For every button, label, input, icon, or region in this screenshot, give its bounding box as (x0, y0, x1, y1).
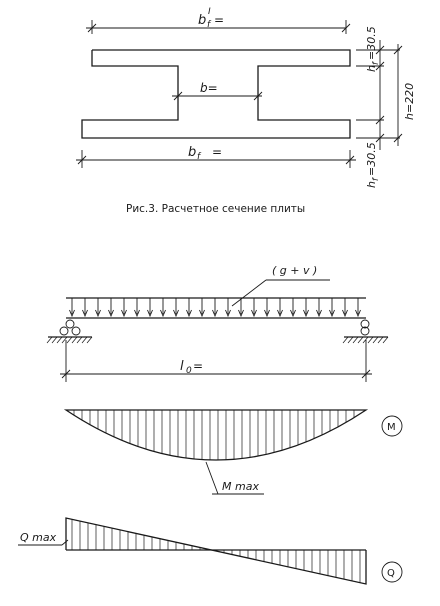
dim-b-web: b= (172, 81, 263, 101)
m-badge (381, 415, 403, 437)
hf-bottom-sub: f (371, 177, 380, 181)
support-hatch (377, 336, 384, 344)
load-arrow (342, 298, 348, 318)
support-hatch (382, 336, 389, 344)
moment-diagram: M max M (63, 409, 403, 495)
support-hatch (352, 336, 359, 344)
bf-top-prime: I (208, 7, 211, 17)
right-support (342, 319, 389, 344)
bf-top-label: b (198, 13, 206, 28)
support-hatch (86, 336, 93, 344)
load-arrow (69, 298, 75, 318)
support-hatch (362, 336, 369, 344)
load-arrow (134, 298, 140, 318)
m-max-label: M max (222, 480, 259, 493)
load-arrow (199, 298, 205, 318)
bf-bottom-eq: = (212, 145, 222, 159)
hf-bottom-label: h (365, 181, 378, 188)
shear-diagram: Q max Q (18, 517, 403, 585)
support-hatch (81, 336, 88, 344)
load-arrow (355, 298, 361, 318)
load-arrows (69, 298, 361, 318)
bf-bottom-sub: f (197, 152, 202, 162)
load-arrow (238, 298, 244, 318)
bf-top-eq: = (214, 13, 224, 27)
dim-bf-top: b I f = (86, 7, 351, 34)
support-hatch (56, 336, 63, 344)
load-arrow (303, 298, 309, 318)
support-hatch (367, 336, 374, 344)
span-label: l (180, 359, 184, 374)
load-arrow (316, 298, 322, 318)
load-arrow (212, 298, 218, 318)
hf-top-sub: f (371, 61, 380, 65)
load-label: ( g + v ) (272, 264, 317, 277)
load-arrow (225, 298, 231, 318)
support-hatch (51, 336, 58, 344)
q-max-label: Q max (20, 531, 57, 544)
load-arrow (186, 298, 192, 318)
load-arrow (121, 298, 127, 318)
load-arrow (173, 298, 179, 318)
bf-top-sub: f (207, 20, 212, 30)
hf-top-value: =30.5 (365, 26, 378, 60)
hf-top-label: h (365, 65, 378, 72)
load-arrow (82, 298, 88, 318)
support-hatch (342, 336, 349, 344)
load-arrow (277, 298, 283, 318)
h-label: h=220 (403, 83, 416, 120)
support-hatch (61, 336, 68, 344)
load-arrow (160, 298, 166, 318)
q-badge-label: Q (387, 568, 395, 579)
i-section (81, 49, 351, 139)
q-badge (381, 561, 403, 583)
left-support (46, 319, 93, 344)
support-hatch (372, 336, 379, 344)
load-arrow (290, 298, 296, 318)
support-hatch (76, 336, 83, 344)
m-badge-label: M (387, 422, 396, 433)
support-hatch (46, 336, 53, 344)
load-arrow (329, 298, 335, 318)
support-hatch (347, 336, 354, 344)
hf-bottom-value: =30.5 (365, 142, 378, 176)
i-section-outline (81, 49, 351, 139)
span-sub: 0 (186, 366, 192, 376)
load-arrow (108, 298, 114, 318)
b-label: b= (200, 81, 218, 95)
figure-caption: Рис.3. Расчетное сечение плиты (126, 203, 305, 215)
span-eq: = (193, 359, 203, 373)
load-arrow (95, 298, 101, 318)
dim-bf-bottom: b f = (76, 145, 356, 168)
dim-heights: h f =30.5 h=220 h f =30.5 (356, 26, 416, 188)
support-hatch (71, 336, 78, 344)
load-arrow (264, 298, 270, 318)
load-arrow (147, 298, 153, 318)
support-hatch (66, 336, 73, 344)
beam-diagram: ( g + v ) l 0 = (46, 264, 389, 382)
bf-bottom-label: b (188, 145, 196, 160)
support-hatch (357, 336, 364, 344)
load-arrow (251, 298, 257, 318)
